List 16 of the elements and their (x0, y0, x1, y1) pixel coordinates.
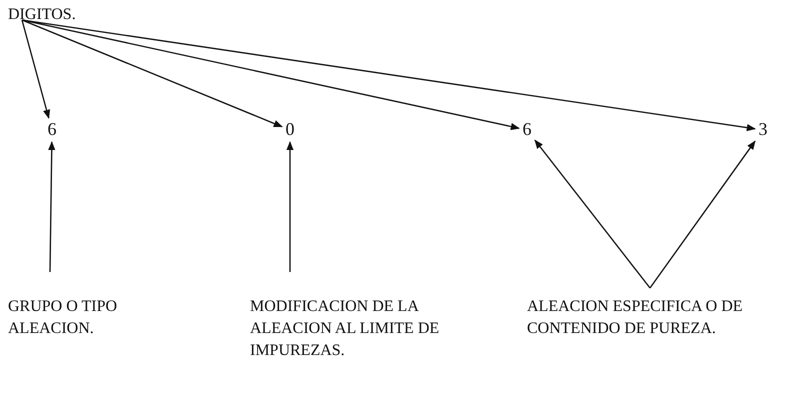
heading-label: DIGITOS. (8, 5, 77, 25)
arrow (649, 140, 756, 288)
arrow (534, 140, 651, 288)
description-text: ALEACION ESPECIFICA O DE CONTENIDO DE PUREZA. (527, 297, 744, 339)
digit-label: 6 (46, 118, 58, 140)
description-text: MODIFICACION DE LA ALEACION AL LIMITE DE IMPUREZAS. (250, 297, 440, 361)
digit-label: 0 (284, 118, 296, 140)
arrow (22, 19, 283, 128)
arrow (21, 20, 50, 119)
digit-label: 6 (522, 118, 532, 140)
description-text: GRUPO O TIPO ALEACION. (8, 297, 118, 339)
digit-label: 3 (758, 118, 768, 140)
arrow (22, 19, 756, 132)
arrow (22, 19, 520, 130)
arrow (286, 141, 294, 272)
arrow (48, 141, 56, 272)
